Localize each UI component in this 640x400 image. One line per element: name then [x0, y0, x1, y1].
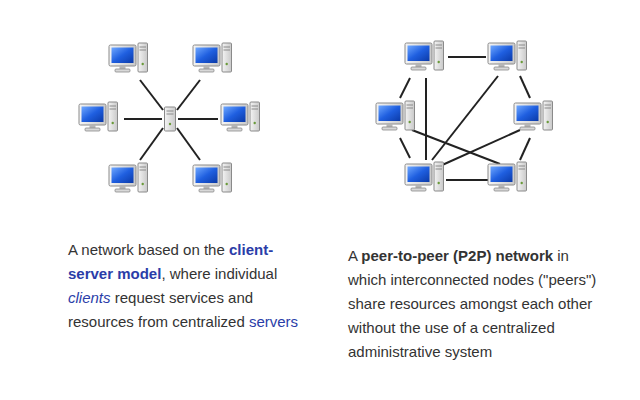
wire: [400, 78, 410, 98]
peer-computer: [514, 101, 553, 130]
wire: [440, 130, 520, 166]
caption-text: A: [348, 247, 357, 264]
wire: [448, 56, 486, 58]
network-illustration: [0, 0, 640, 230]
wire: [177, 80, 200, 110]
wire: [432, 76, 498, 160]
caption-emphasis: servers: [249, 313, 298, 330]
wire-group: [400, 57, 530, 180]
caption-emphasis: clients: [68, 289, 111, 306]
caption-emphasis: peer-to-peer (P2P) network: [361, 247, 553, 264]
client-computer: [221, 102, 260, 131]
client-computer: [193, 163, 232, 192]
wire-group: [124, 80, 218, 160]
server-tower: [165, 107, 176, 131]
caption-text: , where individual: [161, 265, 277, 282]
client-computer: [193, 43, 232, 72]
wire: [124, 118, 162, 120]
peer-computer: [405, 162, 444, 191]
wire: [520, 76, 530, 98]
wire: [178, 118, 218, 120]
wire: [446, 179, 488, 181]
peer-computer: [376, 101, 415, 130]
wire: [177, 128, 200, 160]
client-computer: [79, 102, 118, 131]
caption-text: A network based on the: [68, 241, 225, 258]
peer-computer: [405, 41, 444, 70]
caption: A network based on the client-server mod…: [68, 238, 304, 334]
wire: [400, 138, 410, 158]
wire: [140, 128, 163, 160]
peer-computer: [488, 41, 527, 70]
wire: [140, 80, 163, 110]
wire: [425, 78, 427, 160]
client-computer: [109, 163, 148, 192]
wire: [520, 138, 530, 160]
peer-computer: [488, 162, 527, 191]
caption: A peer-to-peer (P2P) network in which in…: [348, 244, 604, 364]
client-computer: [109, 43, 148, 72]
